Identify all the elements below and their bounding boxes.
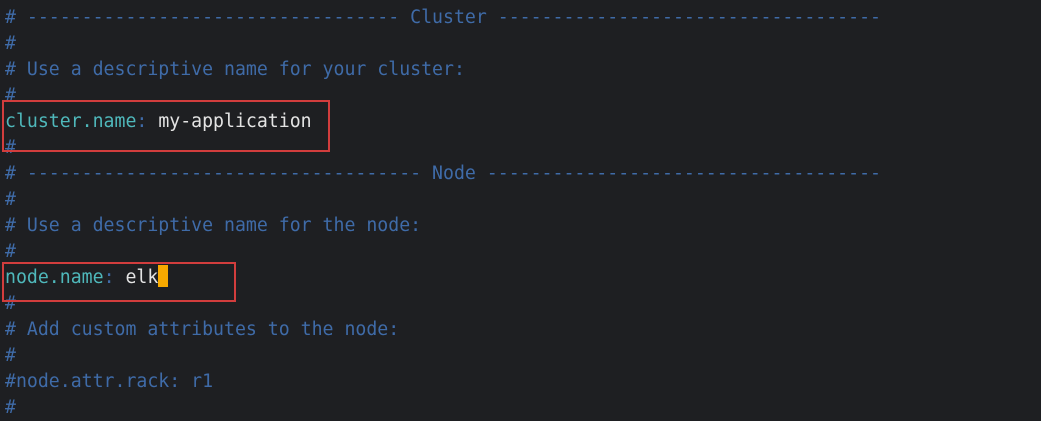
comment-line: # bbox=[5, 345, 16, 366]
comment-line-node-attr-rack: #node.attr.rack: r1 bbox=[5, 371, 214, 392]
comment-line-cluster-hint: # Use a descriptive name for your cluste… bbox=[5, 59, 465, 80]
comment-line: # bbox=[5, 293, 16, 314]
cluster-name-key: cluster.name bbox=[5, 111, 137, 132]
node-name-setting[interactable]: node.name: elk bbox=[5, 265, 1035, 291]
comment-line: # bbox=[5, 397, 16, 418]
text-cursor bbox=[158, 265, 169, 287]
comment-line: # bbox=[5, 85, 16, 106]
comment-line: # bbox=[5, 33, 16, 54]
cluster-name-separator: : bbox=[136, 111, 159, 132]
comment-line: # bbox=[5, 137, 16, 158]
comment-line: # bbox=[5, 189, 16, 210]
comment-line-node-hint: # Use a descriptive name for the node: bbox=[5, 215, 422, 236]
cluster-name-value: my-application bbox=[158, 111, 312, 132]
node-name-value: elk bbox=[125, 267, 159, 288]
comment-line: # bbox=[5, 241, 16, 262]
cluster-name-setting[interactable]: cluster.name: my-application bbox=[5, 109, 1035, 135]
comment-line-cluster-header: # ---------------------------------- Clu… bbox=[5, 7, 881, 28]
node-name-separator: : bbox=[103, 267, 126, 288]
text-editor[interactable]: # ---------------------------------- Clu… bbox=[5, 5, 1035, 421]
node-name-key: node.name bbox=[5, 267, 104, 288]
comment-line-attr-hint: # Add custom attributes to the node: bbox=[5, 319, 400, 340]
comment-line-node-header: # ------------------------------------ N… bbox=[5, 163, 881, 184]
